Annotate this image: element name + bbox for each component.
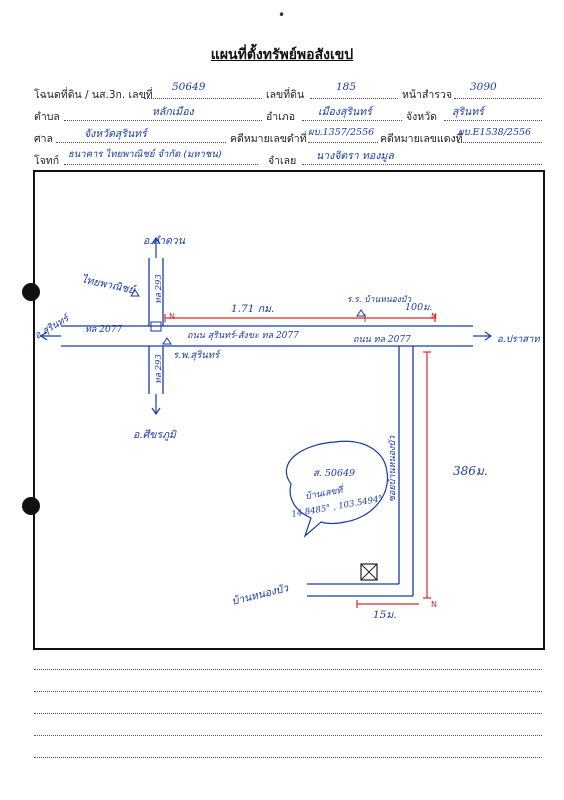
property-cross-2 (360, 563, 378, 581)
note-line-2 (34, 690, 542, 692)
road-west-label: ทล 2077 (85, 325, 123, 335)
header-row-2: ตำบล หลักเมือง อำเภอ เมืองสุรินทร์ จังหว… (34, 106, 544, 124)
landmark-marker-top (130, 289, 140, 297)
shop-bottom-label: ร.พ.สุรินทร์ (173, 350, 220, 361)
note-line-3 (34, 712, 542, 714)
deed-label: โฉนดที่ดิน / นส.3ก. เลขที่ (34, 89, 153, 101)
north-arrow-letter-1: N (169, 312, 175, 321)
property-box (360, 563, 378, 581)
binder-hole-bottom (22, 497, 40, 515)
province-value: สุรินทร์ (452, 106, 484, 118)
court-value: จังหวัดสุรินทร์ (84, 128, 147, 140)
south-arrow-head (151, 407, 161, 416)
subdistrict-dots (64, 108, 262, 121)
case-black-label: คดีหมายเลขดำที่ (230, 133, 307, 145)
distance-main-label: 1.71 กม. (231, 303, 275, 315)
note-line-1 (34, 668, 542, 670)
header-row-3: ศาล จังหวัดสุรินทร์ คดีหมายเลขดำที่ ผบ.1… (34, 127, 544, 146)
court-label: ศาล (34, 133, 53, 145)
north-arrow-letter-3: N (431, 600, 437, 609)
province-dots (444, 108, 542, 121)
property-bubble (285, 440, 389, 538)
case-black-value: ผบ.1357/2556 (308, 127, 375, 138)
note-line-4 (34, 734, 542, 736)
distance-bottom-label: 15ม. (373, 609, 397, 621)
land-no-value: 185 (336, 81, 357, 93)
deed-dots (144, 86, 262, 99)
landmark-marker-bottom (162, 337, 172, 345)
distance-side-label: 386ม. (453, 464, 488, 478)
side-road-label: ซอยบ้านหนองบัว (388, 435, 399, 503)
landmark-marker-near (356, 309, 366, 317)
distance-near-label: 100ม. (405, 302, 433, 313)
binder-hole-top (22, 283, 40, 301)
location-map: อ.ลำดวน อ.สุรินทร์ อ.ปราสาท อ.ศีขรภูมิ ไ… (33, 170, 545, 650)
west-arrow-head (39, 331, 48, 341)
road-vertical-top-label: ทล 293 (153, 274, 164, 304)
north-town-label: อ.ลำดวน (143, 235, 185, 247)
survey-value: 3090 (470, 81, 497, 93)
deed-value: 50649 (172, 81, 206, 93)
note-line-5 (34, 756, 542, 758)
subdistrict-label: ตำบล (34, 111, 60, 123)
north-arrow-head (151, 236, 161, 245)
east-town-label: อ.ปราสาท (497, 334, 540, 345)
case-red-label: คดีหมายเลขแดงที่ (380, 133, 463, 145)
province-label: จังหวัด (406, 111, 437, 123)
page-title: แผนที่ตั้งทรัพย์พอสังเขป (210, 47, 354, 63)
plaintiff-dots (64, 152, 258, 165)
page-top-mark: • (278, 8, 286, 22)
case-red-dots (458, 130, 542, 143)
property-school-label: ร.ร. บ้านหนองบัว (347, 295, 412, 305)
plaintiff-value: ธนาคาร ไทยพาณิชย์ จำกัด (มหาชน) (68, 149, 222, 160)
map-drawing (39, 236, 493, 608)
header-row-4: โจทก์ ธนาคาร ไทยพาณิชย์ จำกัด (มหาชน) จำ… (34, 149, 544, 168)
case-red-value: ผบ.E1538/2556 (458, 127, 532, 138)
case-black-dots (308, 130, 378, 143)
survey-label: หน้าสำรวจ (402, 89, 452, 101)
district-label: อำเภอ (266, 111, 296, 123)
subdistrict-value: หลักเมือง (152, 106, 194, 118)
road-east-label: ถนน ทล 2077 (353, 335, 411, 345)
junction-marker (150, 321, 162, 332)
district-dots (302, 108, 402, 121)
north-arrow-letter-2: N (431, 312, 437, 321)
east-arrow-head (484, 331, 493, 341)
land-no-label: เลขที่ดิน (266, 89, 305, 101)
road-main-label: ถนน สุรินทร์-สังขะ ทล 2077 (187, 331, 299, 341)
court-dots (56, 130, 226, 143)
defendant-value: นางจิตรา ทองมูล (316, 150, 394, 162)
land-no-dots (310, 86, 398, 99)
defendant-label: จำเลย (268, 155, 297, 167)
road-vertical-bottom-label: ทล 293 (153, 354, 164, 384)
bubble-title: ส. 50649 (313, 468, 356, 479)
district-value: เมืองสุรินทร์ (318, 106, 372, 118)
survey-dots (454, 86, 542, 99)
defendant-dots (302, 152, 542, 165)
header-row-1: โฉนดที่ดิน / นส.3ก. เลขที่ 50649 เลขที่ด… (34, 81, 544, 102)
south-town-label: อ.ศีขรภูมิ (133, 429, 176, 441)
plaintiff-label: โจทก์ (34, 155, 60, 167)
